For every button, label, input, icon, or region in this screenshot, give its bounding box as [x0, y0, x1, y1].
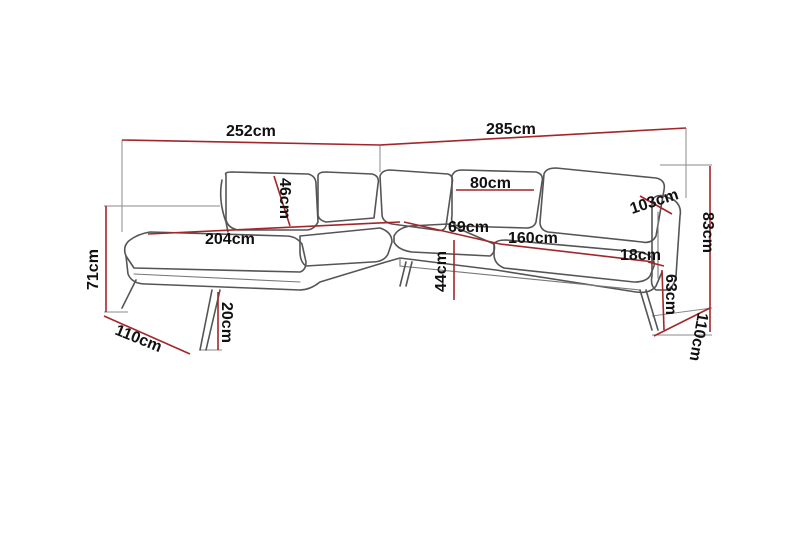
dim-line-63 — [661, 269, 665, 331]
label-back-cushion-height: 46cm — [276, 178, 293, 219]
dim-line-160 — [499, 243, 655, 263]
sofa-outline — [121, 167, 682, 351]
back-cushion-2 — [317, 171, 380, 223]
extension-lines — [104, 128, 713, 351]
right-armrest — [650, 194, 682, 291]
leg-2 — [199, 289, 213, 351]
leg-7 — [645, 289, 659, 331]
back-cushion-1 — [224, 171, 319, 231]
label-right-seat-length: 160cm — [508, 230, 558, 247]
label-total-width-left: 252cm — [226, 123, 276, 140]
right-seat — [493, 239, 656, 283]
leg-6 — [639, 289, 653, 331]
dimension-lines — [103, 127, 711, 355]
label-armrest-depth: 103cm — [628, 186, 681, 218]
dim-line-285 — [379, 127, 687, 146]
dim-line-110-right — [653, 307, 711, 337]
dim-line-69 — [403, 221, 501, 245]
label-left-depth: 110cm — [113, 322, 165, 356]
label-armrest-height: 63cm — [662, 274, 679, 315]
label-chaise-seat-length: 204cm — [205, 231, 255, 248]
label-seat-height: 44cm — [433, 251, 450, 292]
sofa-base-edge — [133, 257, 641, 291]
leg-5 — [405, 261, 413, 287]
dim-line-204 — [147, 221, 401, 235]
dim-line-18 — [647, 261, 665, 267]
label-back-cushion-width: 80cm — [470, 175, 511, 192]
left-back-arm — [219, 179, 229, 233]
dim-line-110-left — [103, 315, 191, 355]
back-cushion-5 — [539, 167, 666, 244]
label-left-height: 71cm — [85, 249, 102, 290]
dim-line-46 — [273, 175, 291, 227]
dimension-labels: 252cm 285cm 46cm 80cm 204cm 69cm 160cm 1… — [85, 121, 716, 362]
label-armrest-width: 18cm — [620, 247, 661, 264]
leg-4 — [399, 261, 407, 287]
label-total-height: 83cm — [699, 212, 716, 253]
leg-1 — [121, 279, 137, 309]
back-cushion-3 — [379, 169, 454, 232]
label-leg-height: 20cm — [218, 302, 235, 343]
dim-line-252 — [121, 139, 381, 146]
back-cushion-4 — [450, 169, 544, 229]
dim-line-103 — [639, 195, 673, 215]
label-seat-depth: 69cm — [448, 219, 489, 236]
label-total-width-right: 285cm — [486, 121, 536, 138]
sofa-base — [125, 255, 663, 294]
middle-seat — [299, 227, 393, 267]
chaise-seat — [123, 231, 307, 273]
